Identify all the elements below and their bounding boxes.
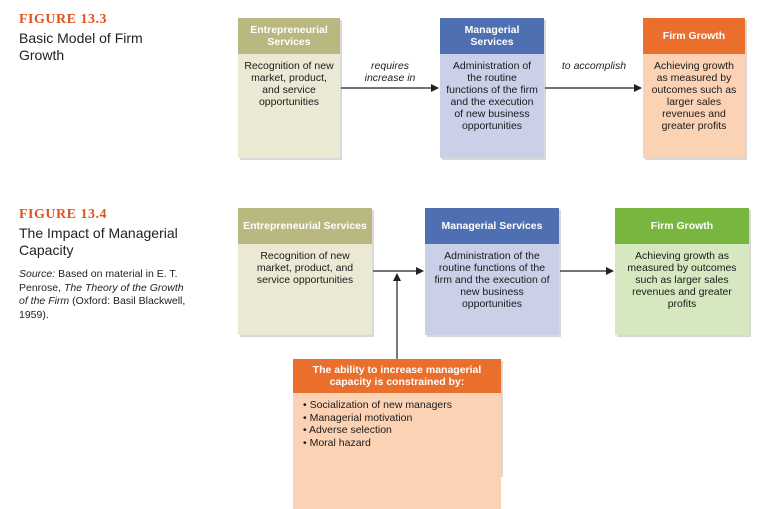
fig2-managerial-head: Managerial Services xyxy=(425,208,559,244)
source-text-b: (Oxford: Basil Blackwell, 1959). xyxy=(19,295,186,321)
constraint-item: Moral hazard xyxy=(303,437,491,450)
fig2-constraint-head: The ability to increase managerial capac… xyxy=(293,359,501,393)
fig1-firm-growth-box: Firm Growth Achieving growth as measured… xyxy=(643,18,745,158)
figure-13-3-label: FIGURE 13.3 xyxy=(19,12,107,27)
figure-13-4-source: Source: Based on material in E. T. Penro… xyxy=(19,268,191,322)
fig1-managerial-body: Administration of the routine functions … xyxy=(440,54,544,158)
fig2-managerial-box: Managerial Services Administration of th… xyxy=(425,208,559,335)
fig2-entrepreneurial-head: Entrepreneurial Services xyxy=(238,208,372,244)
fig1-managerial-head: Managerial Services xyxy=(440,18,544,54)
fig2-firm-growth-box: Firm Growth Achieving growth as measured… xyxy=(615,208,749,335)
source-text-a: Based on material in E. T. Penrose, xyxy=(19,268,178,294)
fig1-connector-requires: requires increase in xyxy=(364,60,416,84)
figure-13-4-title: The Impact of Managerial Capacity xyxy=(19,225,178,258)
constraint-item: Adverse selection xyxy=(303,424,491,437)
fig2-entrepreneurial-body: Recognition of new market, product, and … xyxy=(238,244,372,335)
figure-13-3-title: Basic Model of Firm Growth xyxy=(19,30,143,63)
fig1-firm-growth-body: Achieving growth as measured by outcomes… xyxy=(643,54,745,158)
figure-13-4-label: FIGURE 13.4 xyxy=(19,207,107,222)
fig1-managerial-box: Managerial Services Administration of th… xyxy=(440,18,544,158)
fig1-connector-accomplish: to accomplish xyxy=(561,60,627,72)
constraint-item: Socialization of new managers xyxy=(303,399,491,412)
fig2-firm-growth-head: Firm Growth xyxy=(615,208,749,244)
connector-arrows xyxy=(341,84,642,359)
fig2-firm-growth-body: Achieving growth as measured by outcomes… xyxy=(615,244,749,335)
constraint-list: Socialization of new managers Managerial… xyxy=(303,399,491,449)
source-book-title: The Theory of the Growth of the Firm xyxy=(19,281,184,308)
fig1-firm-growth-head: Firm Growth xyxy=(643,18,745,54)
source-prefix: Source: xyxy=(19,268,56,280)
fig2-entrepreneurial-box: Entrepreneurial Services Recognition of … xyxy=(238,208,372,335)
fig1-entrepreneurial-box: Entrepreneurial Services Recognition of … xyxy=(238,18,340,158)
constraint-item: Managerial motivation xyxy=(303,412,491,425)
fig1-entrepreneurial-body: Recognition of new market, product, and … xyxy=(238,54,340,158)
fig2-managerial-body: Administration of the routine functions … xyxy=(425,244,559,335)
fig1-entrepreneurial-head: Entrepreneurial Services xyxy=(238,18,340,54)
